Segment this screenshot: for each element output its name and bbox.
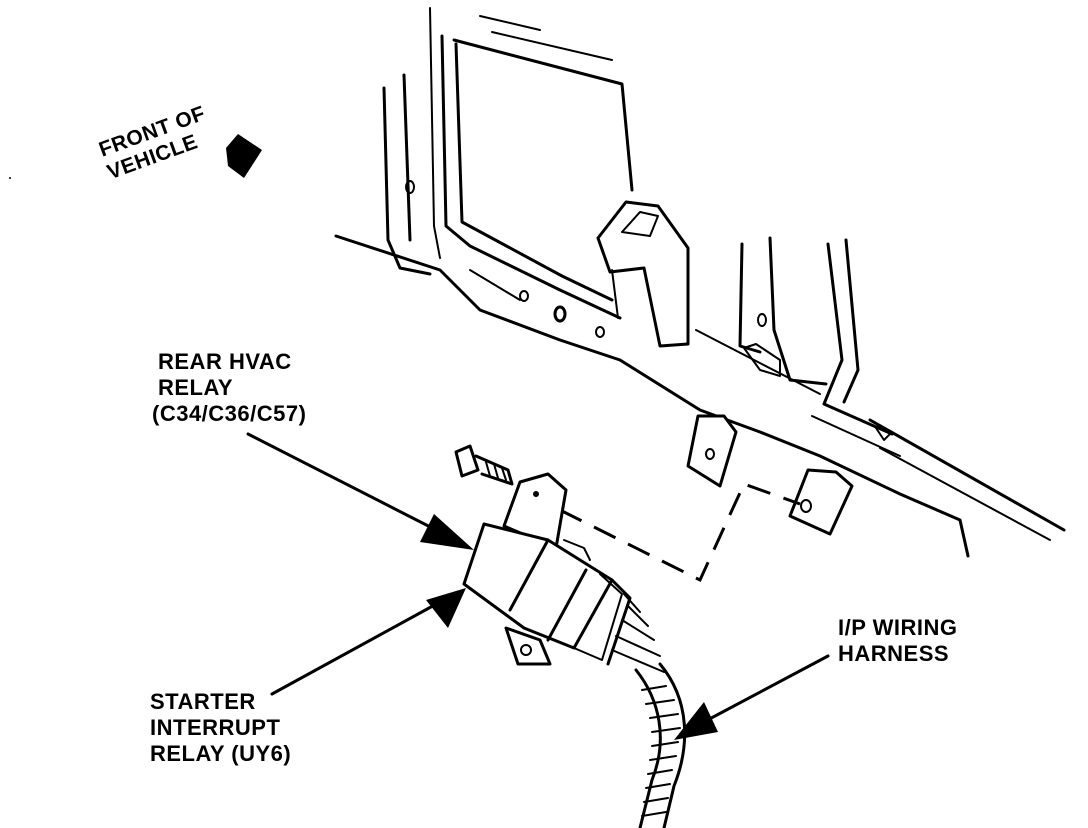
rear-hvac-label-line1: REAR HVAC [158, 349, 292, 374]
mounting-bracket-left [686, 414, 738, 488]
mounting-bracket-right [788, 468, 854, 536]
ip-wiring-harness [634, 662, 687, 828]
rear-hvac-label-line3: (C34/C36/C57) [152, 401, 307, 426]
relay-assembly [462, 472, 665, 673]
starter-label-line3: RELAY (UY6) [150, 741, 292, 766]
rear-hvac-label-line2: RELAY [158, 375, 234, 400]
ip-harness-label-line2: HARNESS [838, 641, 950, 666]
starter-label-line2: INTERRUPT [150, 715, 281, 740]
instrument-panel-structure [334, 7, 1066, 558]
installation-guide-line [559, 482, 801, 583]
arrow-rear-hvac-relay [246, 432, 474, 550]
arrow-starter-interrupt-relay [270, 588, 466, 696]
front-direction-arrow-icon [226, 134, 262, 178]
mounting-bolt [454, 444, 514, 486]
arrow-ip-wiring-harness [674, 654, 830, 740]
starter-label-line1: STARTER [150, 689, 256, 714]
ip-harness-label-line1: I/P WIRING [838, 615, 958, 640]
